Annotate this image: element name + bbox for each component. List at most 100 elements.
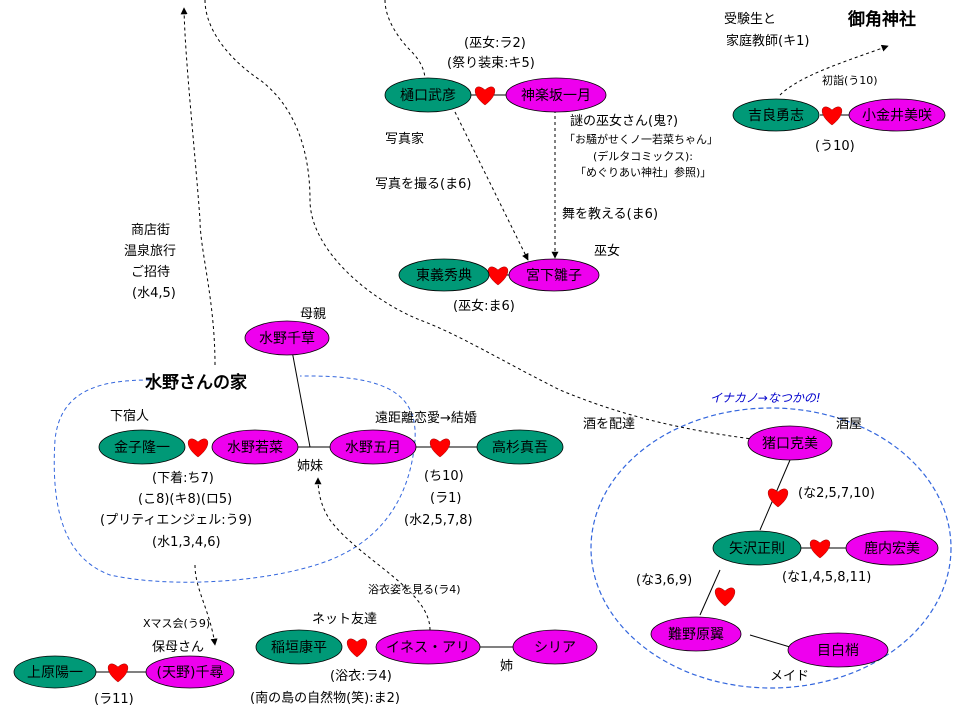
- dashed-relations: [180, 0, 889, 646]
- node-kanouchi: 鹿内宏美: [845, 530, 939, 566]
- node-label-chihiro: (天野)千尋: [157, 665, 224, 681]
- node-ines: イネス・アリ: [375, 629, 481, 665]
- label-sakaya: 酒屋: [836, 417, 862, 432]
- node-label-shiria: シリア: [534, 640, 576, 656]
- node-kagurazaka: 神楽坂一月: [505, 77, 607, 113]
- node-satsuki: 水野五月: [329, 429, 417, 465]
- heart-icon: [430, 438, 450, 458]
- node-label-miyashita: 宮下雛子: [526, 268, 582, 284]
- label-miko-ra2: (巫女:ラ2): [464, 35, 526, 51]
- label-sake-haitatsu: 酒を配達: [583, 417, 635, 432]
- heart-icon: [488, 266, 508, 286]
- node-label-higuchi: 樋口武彦: [400, 88, 456, 104]
- label-ra1: (ラ1): [430, 491, 461, 506]
- label-shimai: 姉妹: [297, 459, 323, 474]
- label-hahaoya: 母親: [300, 307, 326, 322]
- label-geshuku: 下宿人: [110, 408, 149, 424]
- node-shiria: シリア: [512, 629, 598, 665]
- node-label-kira: 吉良勇志: [748, 108, 804, 124]
- label-mizu45: (水4,5): [132, 286, 176, 301]
- node-shape-ines: [375, 629, 481, 665]
- node-shape-yazawa: [712, 530, 802, 566]
- label-gokaku: 御角神社: [847, 9, 916, 30]
- node-kira: 吉良勇志: [732, 98, 820, 132]
- node-shape-chigusa: [244, 320, 330, 356]
- node-shape-takasugi: [476, 429, 564, 465]
- label-goshoutai: ご招待: [131, 264, 170, 280]
- label-minami: (南の島の自然物(笑):ま2): [250, 690, 400, 706]
- label-ko8: (こ8)(キ8)(ロ5): [138, 492, 232, 507]
- label-hobo: 保母さん: [152, 640, 204, 655]
- node-label-nanno: 難野原翼: [668, 627, 724, 643]
- heart-icon: [715, 587, 735, 607]
- heart-icon: [768, 488, 788, 508]
- node-label-satsuki: 水野五月: [345, 440, 401, 456]
- heart-icon: [475, 86, 495, 106]
- node-shape-mejiro: [787, 632, 889, 668]
- node-shape-satsuki: [329, 429, 417, 465]
- heart-icon: [188, 438, 208, 458]
- label-inakano: イナカノ→なつかの!: [710, 391, 821, 405]
- label-matsuri: (祭り装束:キ5): [447, 56, 535, 71]
- node-shape-kaneko: [98, 429, 186, 465]
- label-shitagi: (下着:ち7): [152, 470, 214, 486]
- label-mizuno-ie: 水野さんの家: [145, 372, 247, 393]
- node-label-ines: イネス・アリ: [386, 640, 470, 656]
- node-shape-miyashita: [508, 258, 600, 292]
- node-shape-shiria: [512, 629, 598, 665]
- heart-icon: [810, 539, 830, 559]
- label-u10: (う10): [815, 139, 855, 154]
- label-jukensei: 受験生と: [724, 12, 776, 27]
- label-na145811: (な1,4,5,8,11): [782, 570, 871, 585]
- wakana-to-chihiro: [194, 564, 218, 646]
- node-yazawa: 矢沢正則: [712, 530, 802, 566]
- node-shape-tougi: [398, 258, 490, 292]
- node-miyashita: 宮下雛子: [508, 258, 600, 292]
- node-label-tougi: 東義秀典: [416, 267, 472, 284]
- node-chihiro: (天野)千尋: [145, 655, 235, 689]
- node-shape-kanouchi: [845, 530, 939, 566]
- heart-icon: [822, 106, 842, 126]
- label-shashin-toru: 写真を撮る(ま6): [375, 176, 471, 192]
- node-label-koganei: 小金井美咲: [862, 108, 932, 124]
- label-shashinka: 写真家: [385, 131, 424, 147]
- node-shape-inoguchi: [747, 425, 833, 461]
- node-tougi: 東義秀典: [398, 258, 490, 292]
- node-shape-uehara: [13, 655, 97, 689]
- label-delta: (デルタコミックス):: [593, 149, 693, 163]
- node-shape-koganei: [848, 98, 946, 132]
- node-shape-kagurazaka: [505, 77, 607, 113]
- label-pretty: (プリティエンジェル:う9): [100, 513, 252, 528]
- label-onsen: 温泉旅行: [124, 243, 176, 259]
- label-na25710: (な2,5,7,10): [798, 486, 875, 501]
- node-label-chigusa: 水野千草: [259, 331, 315, 347]
- heart-icon: [347, 638, 367, 658]
- kira-to-gokaku: [779, 44, 889, 96]
- node-inagaki: 稲垣康平: [255, 629, 343, 665]
- label-shoutengai: 商店街: [131, 223, 170, 238]
- nodes: 樋口武彦神楽坂一月吉良勇志小金井美咲東義秀典宮下雛子水野千草金子隆一水野若菜水野…: [13, 77, 946, 689]
- node-label-inagaki: 稲垣康平: [271, 639, 327, 656]
- label-mai: 舞を教える(ま6): [562, 206, 658, 222]
- shoutengai-arrow: [180, 7, 216, 366]
- label-net: ネット友達: [312, 611, 377, 627]
- mizuno-house-boundary: [53, 375, 416, 583]
- node-uehara: 上原陽一: [13, 655, 97, 689]
- label-chi10: (ち10): [424, 469, 464, 484]
- node-shape-nanno: [650, 616, 742, 652]
- label-katei: 家庭教師(キ1): [726, 33, 809, 49]
- label-yukata-ra4: (浴衣:ラ4): [330, 668, 392, 684]
- node-shape-kira: [732, 98, 820, 132]
- label-ra11: (ラ11): [94, 692, 134, 707]
- label-na369: (な3,6,9): [636, 573, 692, 588]
- label-osawage: 「お騒がせくノ一若菜ちゃん」: [564, 132, 718, 146]
- node-label-inoguchi: 猪口克美: [762, 436, 818, 452]
- node-label-takasugi: 高杉真吾: [492, 439, 548, 456]
- node-shape-wakana: [211, 429, 299, 465]
- node-higuchi: 樋口武彦: [384, 77, 472, 113]
- node-nanno: 難野原翼: [650, 616, 742, 652]
- node-label-kanouchi: 鹿内宏美: [864, 540, 920, 557]
- node-wakana: 水野若菜: [211, 429, 299, 465]
- label-xmas: Xマス会(う9): [143, 617, 210, 630]
